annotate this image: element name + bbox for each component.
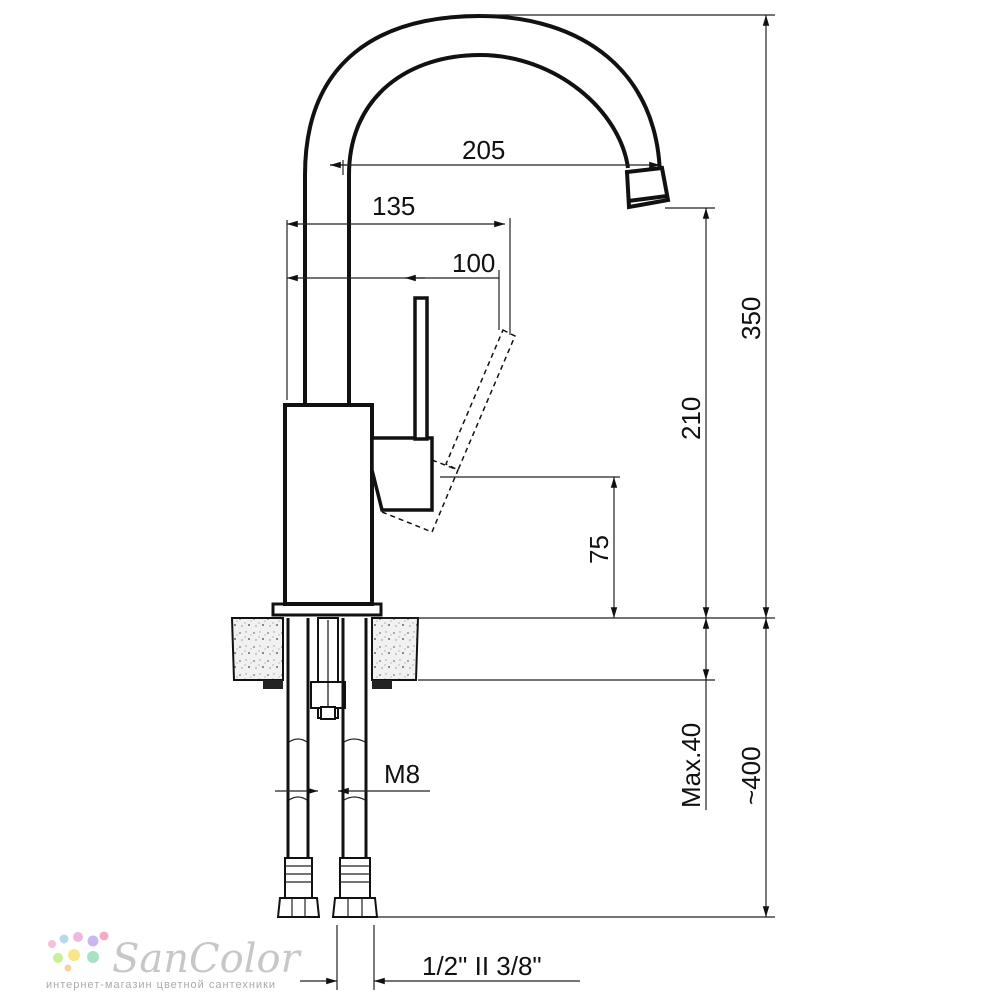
faucet-body [271,13,671,617]
dimension-205-label: 205 [462,135,505,165]
main-body [283,403,374,606]
dimension-205: 205 [330,135,660,169]
lever-handle [413,296,429,441]
dimension-75: 75 [584,477,618,618]
dimension-connection-label: 1/2" II 3/8" [422,951,542,981]
dimension-m8-label: M8 [384,759,420,789]
logo-name: SanColor [112,936,303,982]
lever-alternate-position [381,328,516,533]
dimension-max40-label: Max.40 [676,723,706,808]
sancolor-logo: SanColor интернет-магазин цветной сантех… [46,931,303,991]
dimension-100-label: 100 [452,248,495,278]
dimension-approx400-label: ~400 [736,746,766,805]
countertop-section [230,617,420,689]
dimension-210: 210 [676,208,710,618]
spout-inner [347,52,630,403]
countertop-right [371,617,420,681]
dimension-210-label: 210 [676,397,706,440]
spout-outer [303,13,662,403]
hose-right [331,618,379,918]
countertop-left [230,617,284,681]
dimension-max40: Max.40 [676,618,710,810]
dimension-m8: M8 [275,759,430,795]
dimension-100: 100 [287,248,499,282]
logo-dots-icon [48,931,109,972]
dimension-350: 350 [736,14,770,618]
dimension-connection: 1/2" II 3/8" [300,951,580,985]
dimension-350-label: 350 [736,297,766,340]
dimension-135-label: 135 [372,191,415,221]
dimension-approx400: ~400 [736,618,770,917]
extension-lines [286,14,775,990]
mounting-stud [310,617,346,720]
dimension-75-label: 75 [584,535,614,564]
hose-left [276,618,321,918]
logo-tagline: интернет-магазин цветной сантехники [46,979,276,991]
dimension-135: 135 [287,191,505,228]
lever-housing [370,436,434,512]
